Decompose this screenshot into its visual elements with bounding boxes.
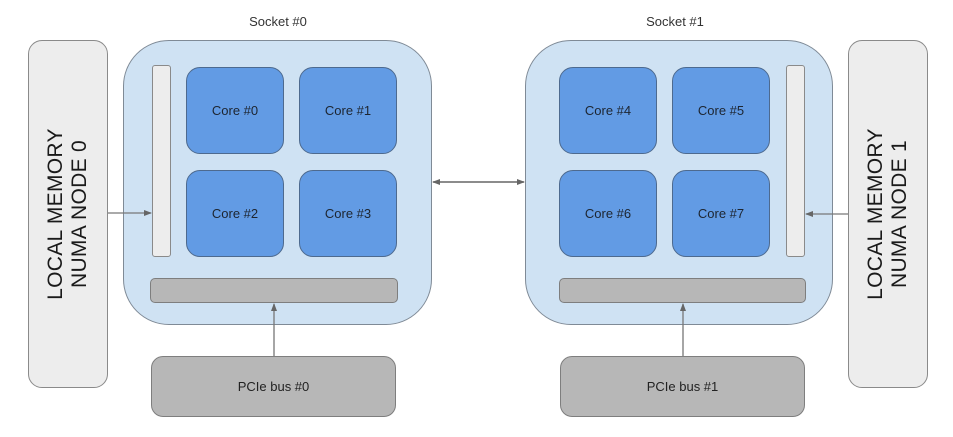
core-3: Core #3 <box>299 170 397 257</box>
memory-node-1-line1: LOCAL MEMORY <box>864 128 887 300</box>
memory-node-0-label: LOCAL MEMORY NUMA NODE 0 <box>44 128 92 300</box>
core-4: Core #4 <box>559 67 657 154</box>
memory-node-0-line2: NUMA NODE 0 <box>68 140 91 288</box>
memory-node-0-line1: LOCAL MEMORY <box>44 128 67 300</box>
socket-0-io-controller <box>150 278 398 303</box>
socket-0-label: Socket #0 <box>249 14 307 29</box>
memory-node-1-label: LOCAL MEMORY NUMA NODE 1 <box>864 128 912 300</box>
socket-1-label: Socket #1 <box>646 14 704 29</box>
memory-node-0: LOCAL MEMORY NUMA NODE 0 <box>28 40 108 388</box>
core-0: Core #0 <box>186 67 284 154</box>
socket-1-io-controller <box>559 278 806 303</box>
memory-node-1: LOCAL MEMORY NUMA NODE 1 <box>848 40 928 388</box>
core-2: Core #2 <box>186 170 284 257</box>
core-5: Core #5 <box>672 67 770 154</box>
memory-node-1-line2: NUMA NODE 1 <box>888 140 911 288</box>
core-6: Core #6 <box>559 170 657 257</box>
socket-0-memory-controller <box>152 65 171 257</box>
pcie-bus-0: PCIe bus #0 <box>151 356 396 417</box>
core-7: Core #7 <box>672 170 770 257</box>
socket-1-memory-controller <box>786 65 805 257</box>
core-1: Core #1 <box>299 67 397 154</box>
pcie-bus-1: PCIe bus #1 <box>560 356 805 417</box>
